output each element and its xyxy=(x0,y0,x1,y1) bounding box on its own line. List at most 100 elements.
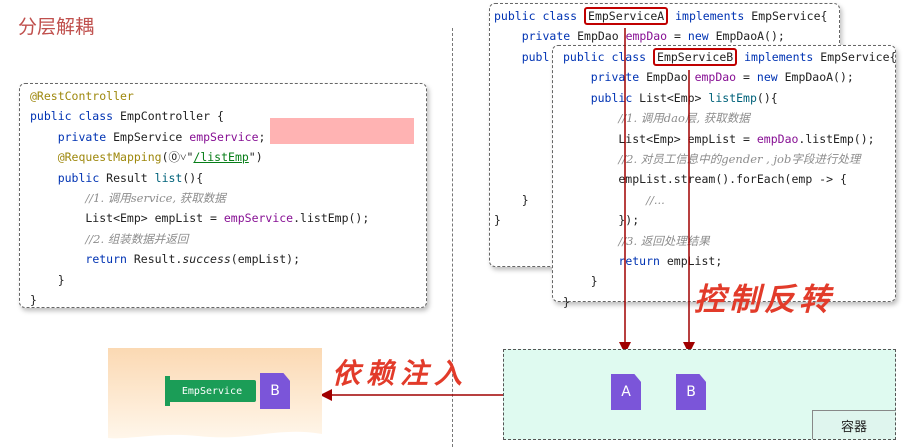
code-token: publ xyxy=(521,49,550,64)
code-line: public Result list(){ xyxy=(30,168,426,188)
code-token: //1. 调用dao层, 获取数据 xyxy=(618,111,750,126)
code-line: } xyxy=(30,290,426,310)
code-line: List<Emp> empList = empDao.listEmp(); xyxy=(563,129,895,149)
code-line: return Result.success(empList); xyxy=(30,249,426,269)
code-line: }); xyxy=(563,210,895,230)
code-token: empList.stream().forEach(emp -> { xyxy=(563,172,847,187)
code-line: empList.stream().forEach(emp -> { xyxy=(563,169,895,189)
code-line: //... xyxy=(563,190,895,210)
empservice-tag: EmpService xyxy=(168,380,256,402)
code-token: }); xyxy=(563,213,640,228)
code-token: EmpDao xyxy=(646,70,695,85)
code-line: } xyxy=(494,190,839,210)
code-token: (){ xyxy=(756,90,778,105)
code-token: new xyxy=(756,70,785,85)
code-token: return xyxy=(85,252,134,267)
code-line: public class EmpServiceA implements EmpS… xyxy=(494,6,839,26)
code-line: publ xyxy=(494,47,839,67)
code-token: //3. 返回处理结果 xyxy=(618,233,710,248)
code-token: Result. xyxy=(133,252,183,267)
code-token: empService xyxy=(223,211,294,226)
code-token: public class xyxy=(563,50,654,64)
code-line: //2. 组装数据并返回 xyxy=(30,229,426,249)
code-token: EmpService xyxy=(113,129,190,144)
code-token: implements xyxy=(737,50,821,64)
divider-line xyxy=(452,28,453,447)
empservice-tag-notch xyxy=(165,376,170,406)
code-token: private xyxy=(521,29,578,44)
code-token: listEmp xyxy=(708,90,757,105)
code-token: private xyxy=(590,70,647,85)
code-token: public xyxy=(590,90,640,105)
code-line: //1. 调用service, 获取数据 xyxy=(30,188,426,208)
code-line: private EmpDao empDao = new EmpDaoA(); xyxy=(563,67,895,87)
code-token: //2. 组装数据并返回 xyxy=(85,231,189,246)
code-token: EmpService{ xyxy=(820,50,897,64)
ioc-annotation: 控制反转 xyxy=(694,282,834,318)
code-token: ") xyxy=(248,150,263,165)
code-token: @RestController xyxy=(30,89,134,103)
code-line: @RequestMapping(⓪˅"/listEmp") xyxy=(30,147,426,167)
code-line: public class EmpController { xyxy=(30,106,426,126)
code-line: //1. 调用dao层, 获取数据 xyxy=(563,108,895,128)
code-token: return xyxy=(618,253,667,268)
code-token: public class xyxy=(30,109,121,124)
code-token: empList; xyxy=(666,253,723,268)
code-token: } xyxy=(30,272,65,287)
code-token: public xyxy=(57,170,107,185)
code-token: } xyxy=(563,274,598,289)
code-token: List<Emp> xyxy=(639,90,709,105)
code-token: empDao xyxy=(694,70,737,85)
code-token: List<Emp> empList = xyxy=(563,131,757,146)
code-token: } xyxy=(494,192,529,207)
code-token: //1. 调用service, 获取数据 xyxy=(85,190,226,205)
code-line: public List<Emp> listEmp(){ xyxy=(563,88,895,108)
code-line: return empList; xyxy=(563,251,895,271)
code-token: Result xyxy=(106,170,155,185)
code-token: empDao xyxy=(625,29,668,44)
code-token: } xyxy=(494,212,501,227)
service-b-code-box: public class EmpServiceB implements EmpS… xyxy=(552,45,897,309)
code-line: List<Emp> empList = empService.listEmp()… xyxy=(30,208,426,228)
code-line: @RestController xyxy=(30,86,426,106)
code-line: } xyxy=(563,271,895,291)
code-token: EmpDao xyxy=(577,29,626,44)
code-token: (){ xyxy=(182,170,204,185)
code-token: = xyxy=(736,70,757,85)
code-token: new xyxy=(687,29,716,44)
code-token: EmpController { xyxy=(120,109,224,124)
code-token: empService xyxy=(189,129,259,144)
code-token: EmpService{ xyxy=(751,9,828,23)
ioc-container: A B 容器 xyxy=(503,349,896,440)
code-token: } xyxy=(563,294,570,309)
code-token: .listEmp(); xyxy=(798,131,875,146)
code-token: = xyxy=(667,29,688,44)
code-token: //2. 对员工信息中的gender , job字段进行处理 xyxy=(618,151,861,166)
code-token: @RequestMapping xyxy=(57,150,162,165)
code-line: //2. 对员工信息中的gender , job字段进行处理 xyxy=(563,149,895,169)
code-token: empDao xyxy=(756,131,799,146)
code-line: //3. 返回处理结果 xyxy=(563,231,895,251)
code-token: EmpDaoA(); xyxy=(784,70,854,85)
code-token: ; xyxy=(258,129,266,144)
code-token: .listEmp(); xyxy=(293,211,370,226)
code-line: } xyxy=(563,292,895,312)
bean-b-icon: B xyxy=(676,374,706,410)
injection-highlight xyxy=(270,118,414,144)
class-name-highlight: EmpServiceA xyxy=(584,7,669,25)
class-name-highlight: EmpServiceB xyxy=(653,48,738,66)
code-token: EmpDaoA(); xyxy=(715,29,785,44)
injected-bean-b-icon: B xyxy=(260,373,290,409)
container-label: 容器 xyxy=(812,410,895,439)
code-line: } xyxy=(494,210,839,230)
code-token: (⓪˅" xyxy=(161,150,194,165)
code-token: list xyxy=(154,170,183,185)
code-token: success xyxy=(182,252,231,267)
code-token: (empList); xyxy=(230,252,301,267)
code-line: public class EmpServiceB implements EmpS… xyxy=(563,47,897,67)
code-line: private EmpDao empDao = new EmpDaoA(); xyxy=(494,26,839,46)
code-token: public class xyxy=(494,9,585,23)
code-line: private EmpService empService; xyxy=(30,127,426,147)
code-token: } xyxy=(30,292,37,307)
